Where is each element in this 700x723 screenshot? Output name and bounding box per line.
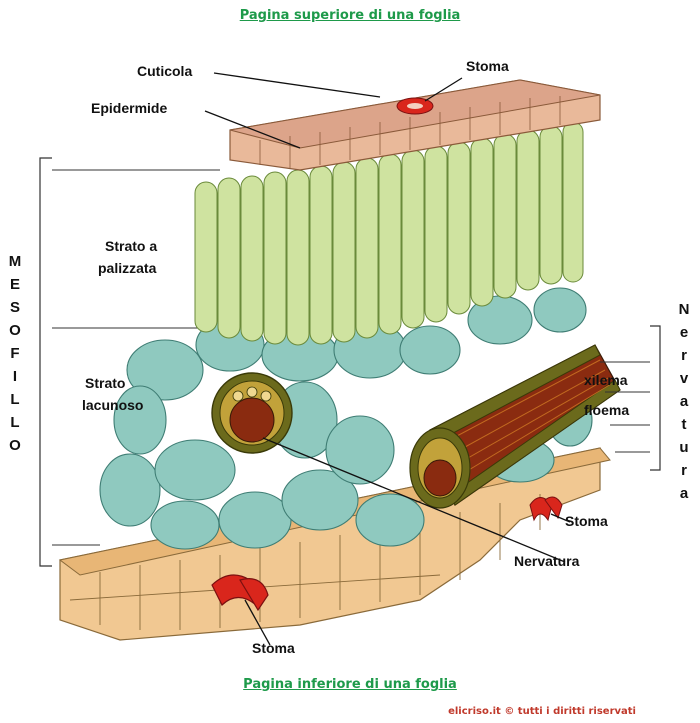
label-lacunoso-2: lacunoso xyxy=(82,397,144,413)
label-xilema: xilema xyxy=(584,372,628,388)
label-floema: floema xyxy=(584,402,630,418)
label-palizzata-1: Strato a xyxy=(105,238,158,254)
bottom-page-title: Pagina inferiore di una foglia xyxy=(243,677,457,692)
label-epidermide: Epidermide xyxy=(91,100,168,116)
label-stoma-right: Stoma xyxy=(565,513,608,529)
vein-cross-section xyxy=(211,372,293,454)
leader-stoma-top xyxy=(424,77,463,102)
lower-stoma xyxy=(211,574,269,612)
label-nervatura: Nervatura xyxy=(514,553,580,569)
label-palizzata-2: palizzata xyxy=(98,260,157,276)
nervatura-bracket xyxy=(650,325,661,471)
vein-cylinder xyxy=(409,344,621,509)
leader-epidermide xyxy=(204,110,301,149)
right-stoma xyxy=(529,496,563,522)
leader-nervatura xyxy=(262,437,566,563)
label-lacunoso-1: Strato xyxy=(85,375,126,391)
leader-stoma-bottom xyxy=(244,599,271,646)
spongy-layer xyxy=(99,287,593,550)
top-page-title: Pagina superiore di una foglia xyxy=(239,8,461,23)
mesofillo-bracket xyxy=(39,157,52,567)
upper-epidermis xyxy=(229,79,601,171)
leader-cuticola xyxy=(213,72,381,98)
label-cuticola: Cuticola xyxy=(137,63,193,79)
copyright-notice: elicriso.it © tutti i diritti riservati xyxy=(448,706,636,717)
label-stoma-bottom: Stoma xyxy=(252,640,295,656)
label-stoma-top: Stoma xyxy=(466,58,509,74)
leader-stoma-right xyxy=(550,513,571,523)
